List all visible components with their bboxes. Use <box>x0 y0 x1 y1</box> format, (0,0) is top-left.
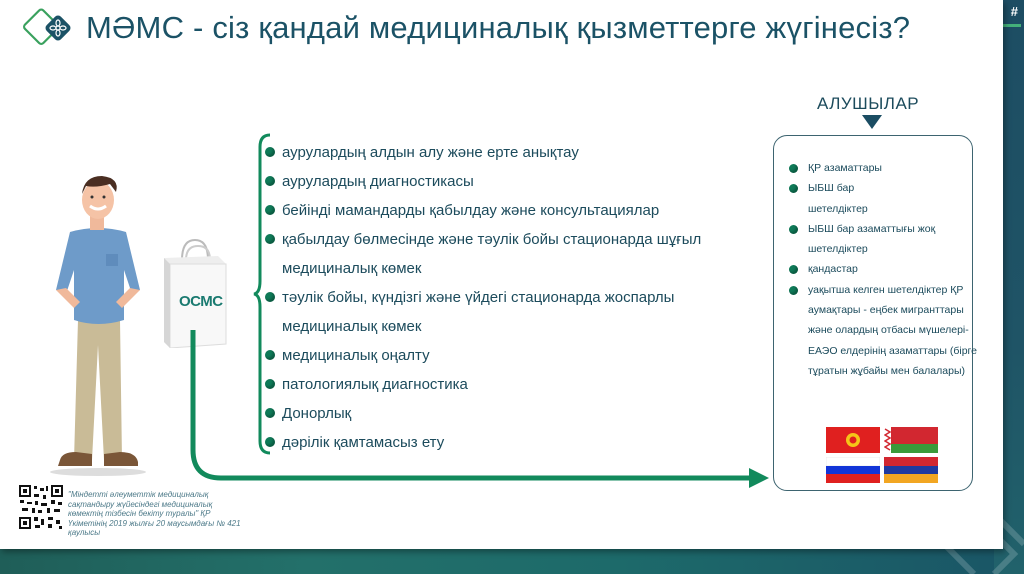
legal-citation: "Міндетті әлеуметтік медициналық сақтанд… <box>68 490 241 538</box>
bag-icon <box>164 238 227 349</box>
belarus-flag <box>884 427 938 453</box>
service-item: тәулік бойы, күндізгі және үйдегі стацио… <box>265 283 715 341</box>
service-item: бейінді мамандарды қабылдау және консуль… <box>265 196 745 225</box>
service-item: дәрілік қамтамасыз ету <box>265 428 745 457</box>
bullet-icon <box>789 224 798 234</box>
bullet-icon <box>265 350 275 360</box>
service-item: медициналық оңалту <box>265 341 745 370</box>
bullet-icon <box>789 285 798 295</box>
recipients-list: ҚР азаматтары ЫБШ бар шетелдіктер ЫБШ ба… <box>789 158 977 381</box>
recipient-item: ҚР азаматтары <box>789 158 974 178</box>
bullet-icon <box>789 265 798 275</box>
title-question: - сіз қандай медициналық қызметтерге жүг… <box>184 10 911 45</box>
slide-canvas: МӘМС - сіз қандай медициналық қызметтерг… <box>18 8 977 538</box>
bullet-icon <box>265 437 275 447</box>
recipient-item: уақытша келген шетелдіктер ҚР аумақтары … <box>789 280 977 381</box>
title-abbreviation: МӘМС <box>86 10 185 45</box>
bullet-icon <box>265 234 275 244</box>
service-item: аурулардың алдын алу және ерте анықтау <box>265 138 745 167</box>
recipient-item: ЫБШ бар шетелдіктер <box>789 178 879 219</box>
bullet-icon <box>265 379 275 389</box>
mams-logo-icon <box>23 8 71 45</box>
recipient-item: ЫБШ бар азаматтығы жоқ шетелдіктер <box>789 219 969 260</box>
kyrgyzstan-flag <box>826 427 880 453</box>
service-item: аурулардың диагностикасы <box>265 167 745 196</box>
service-item: қабылдау бөлмесінде және тәулік бойы ста… <box>265 225 735 283</box>
man-illustration <box>50 176 146 476</box>
bullet-icon <box>265 292 275 302</box>
slide-number-marker: # <box>1010 4 1018 19</box>
bullet-icon <box>265 147 275 157</box>
eaeu-flags <box>826 427 940 485</box>
russia-flag <box>826 457 880 483</box>
qr-code[interactable] <box>18 484 64 530</box>
recipient-item: қандастар <box>789 259 974 279</box>
armenia-flag <box>884 457 938 483</box>
down-triangle-icon <box>862 115 882 129</box>
bullet-icon <box>265 205 275 215</box>
bag-label: ОСМС <box>179 293 223 310</box>
recipients-title: АЛУШЫЛАР <box>817 94 920 113</box>
bullet-icon <box>789 164 798 173</box>
bullet-icon <box>265 176 275 186</box>
page-title: МӘМС - сіз қандай медициналық қызметтерг… <box>86 10 910 46</box>
slide-marker-underline <box>1001 24 1021 27</box>
service-item: Донорлық <box>265 399 745 428</box>
bullet-icon <box>265 408 275 418</box>
osms-shopping-bag: ОСМС <box>160 238 230 349</box>
services-curly-bracket <box>253 133 271 455</box>
services-list: аурулардың алдын алу және ерте анықтау а… <box>265 138 745 457</box>
flow-arrow <box>190 330 769 488</box>
service-item: патологиялық диагностика <box>265 370 745 399</box>
bullet-icon <box>789 184 798 194</box>
